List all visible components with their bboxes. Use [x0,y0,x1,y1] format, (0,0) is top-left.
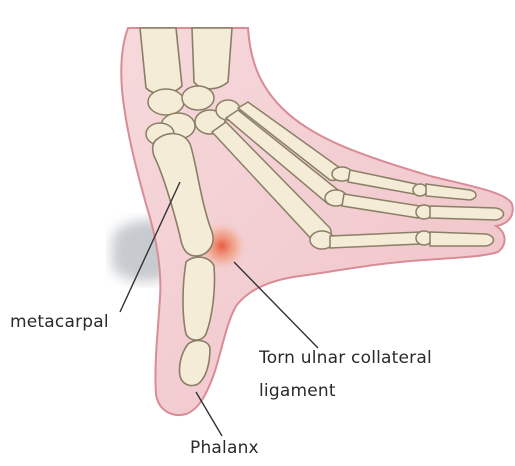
metacarpal-label: metacarpal [10,312,109,332]
torn-ligament-label-line2: ligament [259,381,336,401]
torn-ligament-label-line1: Torn ulnar collateral [259,348,432,368]
leader-phalanx [196,392,222,436]
phalanx-label: Phalanx [190,438,259,458]
